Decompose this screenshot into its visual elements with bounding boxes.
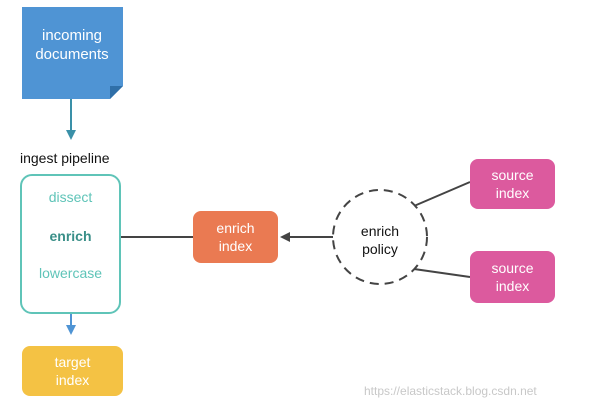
document-fold xyxy=(110,86,123,99)
enrich-index-line1: enrich xyxy=(216,220,255,236)
pipeline-step-lowercase: lowercase xyxy=(38,265,103,281)
target-index-line2: index xyxy=(55,372,90,388)
incoming-documents-line2: documents xyxy=(35,46,109,63)
target-index-node: target index xyxy=(22,346,123,396)
pipeline-title: ingest pipeline xyxy=(20,150,110,166)
enrich-policy-circle xyxy=(332,189,428,285)
pipeline-step-dissect: dissect xyxy=(48,189,93,205)
source-index-2-line1: source xyxy=(491,260,534,276)
incoming-documents-line1: incoming xyxy=(41,27,103,44)
source-index-node-2: source index xyxy=(470,251,555,303)
enrich-index-line2: index xyxy=(218,238,253,254)
enrich-policy-line1: enrich xyxy=(360,223,400,239)
watermark-text: https://elasticstack.blog.csdn.net xyxy=(364,384,537,398)
source-index-2-line2: index xyxy=(495,278,530,294)
incoming-documents-shape xyxy=(22,7,123,99)
target-index-line1: target xyxy=(54,354,91,370)
enrich-policy-label: enrich policy xyxy=(333,222,427,258)
connector-policy-source1 xyxy=(413,181,471,207)
enrich-index-node: enrich index xyxy=(193,211,278,263)
pipeline-step-enrich: enrich xyxy=(49,228,92,244)
connector-policy-source2 xyxy=(413,268,471,278)
incoming-documents-label: incoming documents xyxy=(22,10,122,64)
source-index-1-line1: source xyxy=(491,167,534,183)
enrich-policy-line2: policy xyxy=(362,241,398,257)
ingest-pipeline-box xyxy=(20,174,121,314)
source-index-node-1: source index xyxy=(470,159,555,209)
source-index-1-line2: index xyxy=(495,185,530,201)
